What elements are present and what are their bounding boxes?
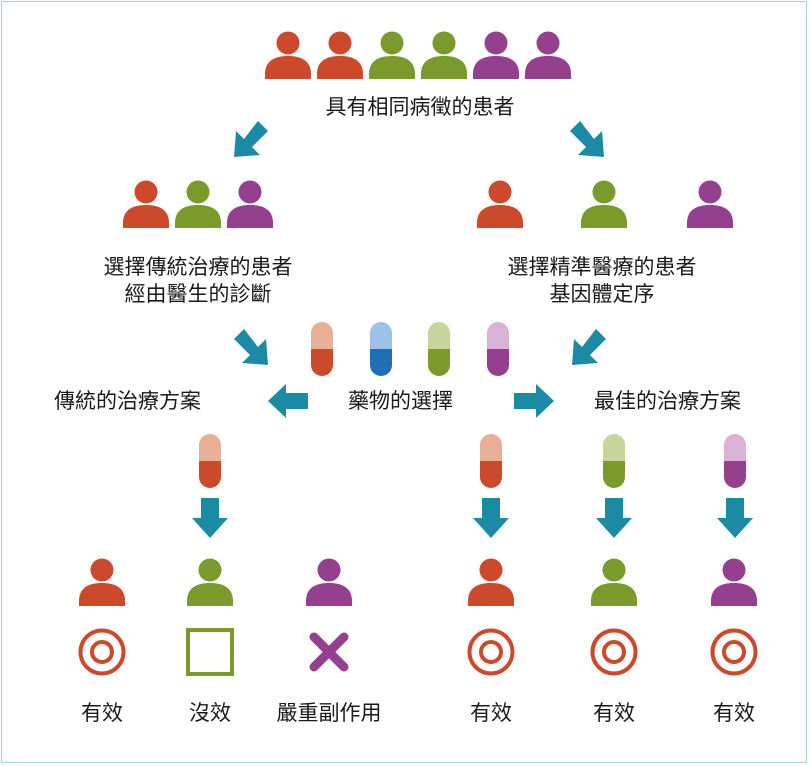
outcome-label: 有效: [470, 701, 512, 725]
person-icon: [467, 558, 515, 606]
arrow-right-icon: [514, 384, 554, 418]
capsule-icon-green: [603, 434, 625, 488]
person-icon: [580, 180, 628, 228]
traditional-patients-label: 選擇傳統治療的患者 經由醫生的診斷: [60, 254, 336, 308]
cross-icon: [309, 632, 349, 672]
capsule-icon-blue: [370, 322, 392, 376]
capsule-icon-red: [311, 322, 333, 376]
person-icon: [122, 180, 170, 228]
person-icon: [316, 31, 364, 79]
outcome-label: 有效: [713, 701, 755, 725]
precision-patients-line2: 基因體定序: [549, 282, 655, 306]
square-icon: [186, 628, 234, 676]
person-icon: [305, 558, 353, 606]
person-icon: [710, 558, 758, 606]
capsule-icon-green: [428, 322, 450, 376]
target-icon: [467, 628, 515, 676]
person-icon: [368, 31, 416, 79]
person-icon: [686, 180, 734, 228]
person-icon: [590, 558, 638, 606]
target-icon: [710, 628, 758, 676]
drug-selection-label: 藥物的選擇: [348, 389, 453, 413]
person-icon: [174, 180, 222, 228]
arrow-down-icon: [473, 498, 509, 538]
traditional-plan-label: 傳統的治療方案: [54, 389, 201, 413]
traditional-patients-line2: 經由醫生的診斷: [124, 282, 272, 306]
arrow-down-icon: [596, 498, 632, 538]
capsule-icon-purple: [487, 322, 509, 376]
person-icon: [226, 180, 274, 228]
arrow-down-right-icon: [234, 329, 268, 365]
arrow-down-left-icon: [572, 329, 606, 365]
precision-patients-line1: 選擇精準醫療的患者: [507, 255, 697, 279]
optimal-plan-label: 最佳的治療方案: [594, 389, 741, 413]
precision-patients-label: 選擇精準醫療的患者 基因體定序: [464, 254, 740, 308]
outcome-label: 有效: [593, 701, 635, 725]
arrow-left-icon: [268, 384, 308, 418]
arrow-down-icon: [717, 498, 753, 538]
person-icon: [186, 558, 234, 606]
arrow-down-left-icon: [234, 121, 268, 157]
capsule-icon-purple: [724, 434, 746, 488]
person-icon: [476, 180, 524, 228]
capsule-icon-red: [480, 434, 502, 488]
capsule-icon-red: [199, 434, 221, 488]
target-icon: [78, 628, 126, 676]
outcome-label: 沒效: [189, 701, 231, 725]
target-icon: [590, 628, 638, 676]
outcome-label: 有效: [81, 701, 123, 725]
arrow-down-right-icon: [570, 121, 604, 157]
person-icon: [524, 31, 572, 79]
person-icon: [78, 558, 126, 606]
outcome-label: 嚴重副作用: [276, 701, 382, 725]
arrow-down-icon: [192, 498, 228, 538]
person-icon: [472, 31, 520, 79]
patients-same-symptoms-label: 具有相同病徵的患者: [325, 95, 515, 119]
person-icon: [420, 31, 468, 79]
person-icon: [264, 31, 312, 79]
traditional-patients-line1: 選擇傳統治療的患者: [103, 255, 293, 279]
